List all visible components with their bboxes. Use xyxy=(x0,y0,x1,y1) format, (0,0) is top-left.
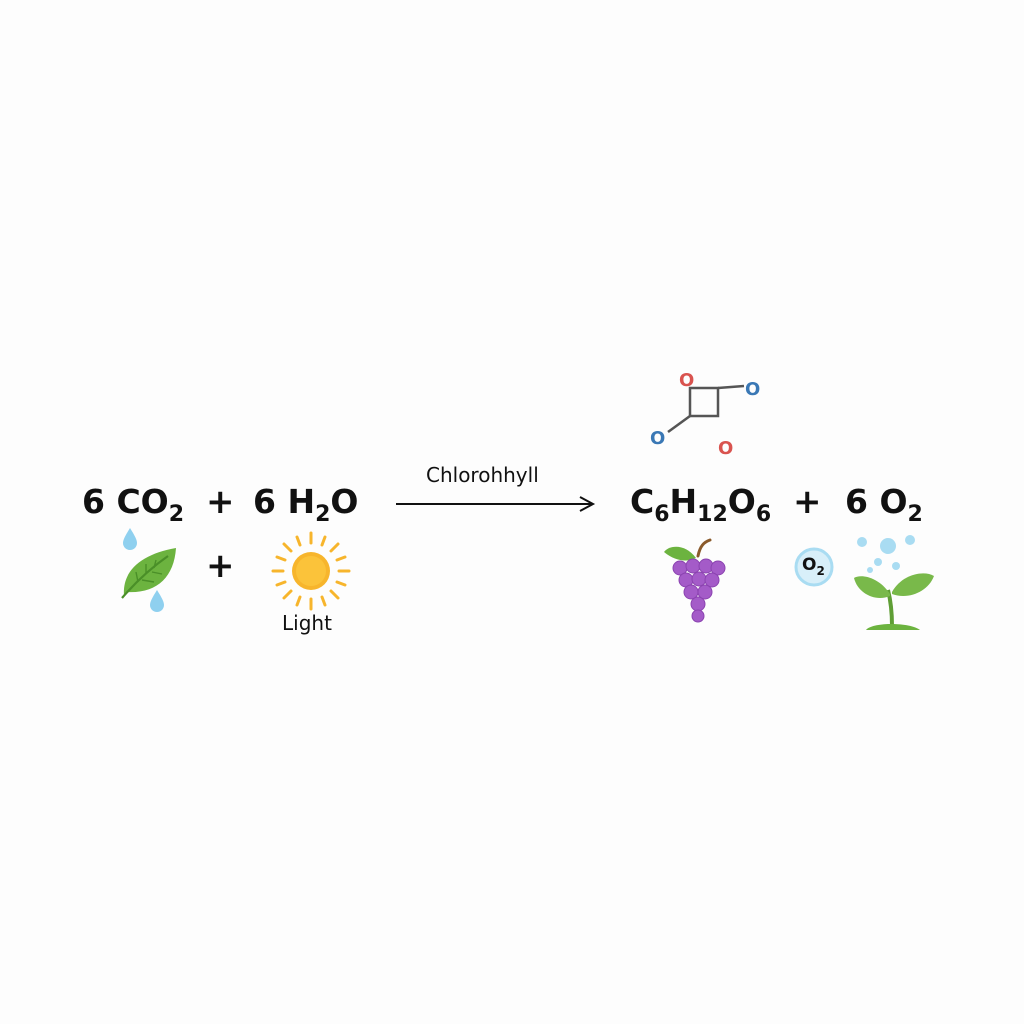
coefficient: 6 xyxy=(845,482,868,521)
formula-c: C xyxy=(630,482,655,521)
atom-o-red-top: O xyxy=(679,370,694,391)
o2-badge-subscript: 2 xyxy=(816,564,825,578)
coefficient: 6 xyxy=(82,482,105,521)
light-caption: Light xyxy=(282,611,332,635)
leaf-icon xyxy=(121,528,176,612)
subscript: 2 xyxy=(168,502,185,527)
atom-o-blue-right: O xyxy=(745,379,760,400)
formula: CO xyxy=(116,482,169,521)
subscript-o: 6 xyxy=(755,502,772,527)
subscript: 2 xyxy=(315,502,331,527)
plus-sign-2: + xyxy=(793,482,822,522)
water-drop-icon xyxy=(123,528,137,550)
o2-badge-label: O2 xyxy=(802,555,825,578)
product-glucose: C6H12O6 xyxy=(630,482,771,527)
sun-icon xyxy=(271,531,351,611)
formula-h: H xyxy=(287,482,316,521)
molecule-icon: O O O O xyxy=(650,370,760,459)
formula: O xyxy=(879,482,908,521)
catalyst-label: Chlorohhyll xyxy=(426,463,539,487)
formula-o: O xyxy=(727,482,756,521)
oxygen-bubble-icon xyxy=(794,547,834,587)
reactant-h2o: 6 H2O xyxy=(253,482,358,527)
plus-sign-1: + xyxy=(206,482,235,522)
product-o2: 6 O2 xyxy=(845,482,923,527)
formula-o: O xyxy=(330,482,359,521)
sprout-icon xyxy=(854,535,934,630)
coefficient: 6 xyxy=(253,482,276,521)
formula-h: H xyxy=(669,482,698,521)
plus-sign-icons: + xyxy=(206,546,235,586)
atom-o-blue-left: O xyxy=(650,428,665,449)
subscript: 2 xyxy=(907,502,923,527)
water-drop-icon xyxy=(150,590,164,612)
atom-o-red-bottom: O xyxy=(718,438,733,459)
reaction-arrow xyxy=(396,496,596,512)
o2-badge-element: O xyxy=(802,555,817,575)
reactant-co2: 6 CO2 xyxy=(82,482,184,527)
subscript-c: 6 xyxy=(654,502,670,527)
grape-icon xyxy=(664,538,726,623)
subscript-h: 12 xyxy=(697,502,728,527)
